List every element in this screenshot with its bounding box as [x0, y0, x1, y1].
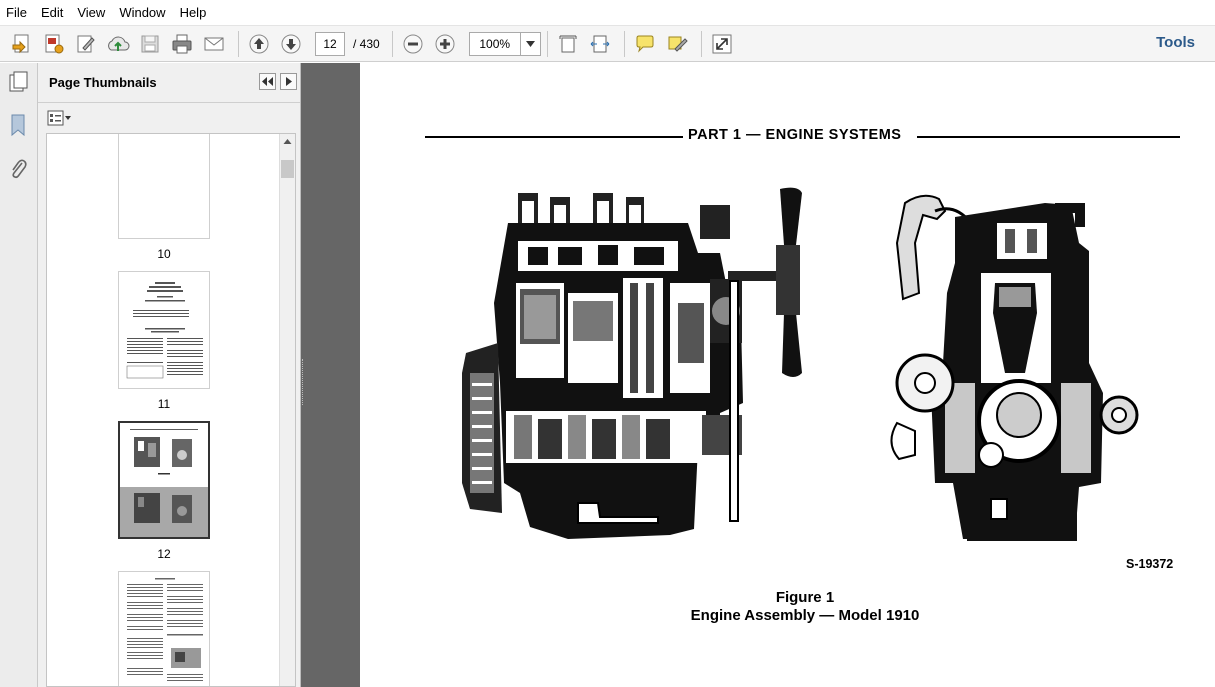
menu-view[interactable]: View — [77, 5, 106, 20]
pen-edit-icon — [77, 35, 95, 52]
thumbnail-page-12-selected[interactable] — [118, 421, 210, 539]
engine-page-preview — [120, 423, 208, 537]
next-page-button[interactable] — [277, 30, 305, 58]
save-icon — [141, 35, 159, 52]
panel-resize-handle[interactable] — [302, 359, 304, 405]
toolbar: 12 / 430 100% — [0, 26, 1215, 62]
thumbnail-label: 10 — [157, 247, 171, 261]
previous-page-button[interactable] — [245, 30, 273, 58]
create-pdf-button[interactable] — [8, 30, 36, 58]
zoom-in-button[interactable] — [431, 30, 459, 58]
fit-width-icon — [590, 35, 610, 52]
menu-bar: File Edit View Window Help — [0, 0, 1215, 26]
fit-page-icon — [559, 35, 577, 52]
paperclip-icon — [12, 159, 27, 179]
chevron-down-icon — [525, 40, 535, 47]
highlighter-icon — [668, 36, 688, 52]
expand-panel-button[interactable] — [280, 73, 297, 90]
header-rule-right — [917, 136, 1180, 138]
document-gutter — [301, 63, 360, 687]
cloud-upload-icon — [108, 36, 130, 51]
thumbnail-options-button[interactable] — [47, 109, 73, 127]
thumbnail-scrollbar[interactable] — [279, 134, 295, 686]
fill-sign-button[interactable] — [72, 30, 100, 58]
chevron-right-icon — [285, 77, 292, 86]
bookmark-icon — [11, 114, 25, 137]
list-options-icon — [47, 110, 71, 126]
scroll-up-arrow-icon — [283, 139, 292, 144]
panel-title: Page Thumbnails — [49, 75, 157, 90]
email-button[interactable] — [200, 30, 228, 58]
menu-help[interactable]: Help — [179, 5, 207, 20]
page-total-label: / 430 — [353, 36, 380, 51]
thumbnails-panel: Page Thumbnails 10 — [38, 63, 301, 687]
figure-title: Engine Assembly — Model 1910 — [690, 607, 920, 624]
toolbar-separator — [623, 30, 625, 57]
pdf-edit-icon — [45, 34, 64, 53]
toolbar-separator — [700, 30, 702, 57]
toolbar-separator — [238, 30, 239, 57]
thumbnail-page-11[interactable] — [118, 271, 210, 389]
comment-button[interactable] — [631, 30, 659, 58]
print-button[interactable] — [168, 30, 196, 58]
menu-edit[interactable]: Edit — [40, 5, 64, 20]
expand-icon — [712, 34, 732, 53]
thumbnail-label: 11 — [157, 397, 171, 411]
double-chevron-left-icon — [262, 77, 273, 86]
panel-header: Page Thumbnails — [38, 63, 300, 103]
figure-number: Figure 1 — [775, 589, 835, 606]
plus-circle-icon — [435, 34, 455, 53]
drawing-serial-number: S-19372 — [1126, 557, 1174, 571]
attachments-button[interactable] — [8, 157, 28, 184]
fit-page-button[interactable] — [554, 30, 582, 58]
fit-width-button[interactable] — [586, 30, 614, 58]
scroll-thumb[interactable] — [281, 160, 294, 178]
menu-file[interactable]: File — [6, 5, 27, 20]
bookmarks-button[interactable] — [8, 113, 28, 140]
collapse-panel-button[interactable] — [259, 73, 276, 90]
thumbnail-list[interactable]: 10 11 — [46, 133, 296, 687]
create-pdf-icon — [12, 34, 29, 53]
minus-circle-icon — [403, 34, 423, 53]
zoom-out-button[interactable] — [399, 30, 427, 58]
fullscreen-button[interactable] — [708, 30, 736, 58]
text-page-preview — [127, 578, 203, 681]
toolbar-separator — [391, 30, 393, 57]
tools-button[interactable]: Tools — [1156, 34, 1195, 51]
document-page: PART 1 — ENGINE SYSTEMS — [360, 63, 1215, 687]
section-header: PART 1 — ENGINE SYSTEMS — [688, 127, 902, 143]
toolbar-separator — [546, 30, 548, 57]
upload-button[interactable] — [104, 30, 132, 58]
zoom-dropdown-button[interactable] — [520, 31, 541, 56]
pages-icon — [9, 71, 28, 92]
envelope-icon — [204, 37, 224, 50]
text-page-preview — [126, 282, 203, 379]
printer-icon — [172, 34, 192, 53]
page-thumbnails-button[interactable] — [8, 70, 30, 97]
thumbnail-page-10[interactable] — [118, 134, 210, 239]
arrow-up-icon — [249, 34, 269, 53]
highlight-button[interactable] — [663, 30, 691, 58]
zoom-level-input[interactable]: 100% — [468, 31, 521, 56]
comment-icon — [636, 35, 654, 53]
header-rule-left — [425, 136, 683, 138]
page-number-input[interactable]: 12 — [315, 31, 345, 56]
save-button[interactable] — [136, 30, 164, 58]
menu-window[interactable]: Window — [119, 5, 166, 20]
thumbnail-label: 12 — [157, 547, 171, 561]
thumbnail-page-13[interactable] — [118, 571, 210, 686]
navigation-strip — [0, 63, 38, 687]
edit-pdf-button[interactable] — [40, 30, 68, 58]
engine-end-section-illustration — [890, 194, 1139, 541]
arrow-down-icon — [281, 34, 301, 53]
engine-side-section-illustration — [462, 187, 802, 539]
